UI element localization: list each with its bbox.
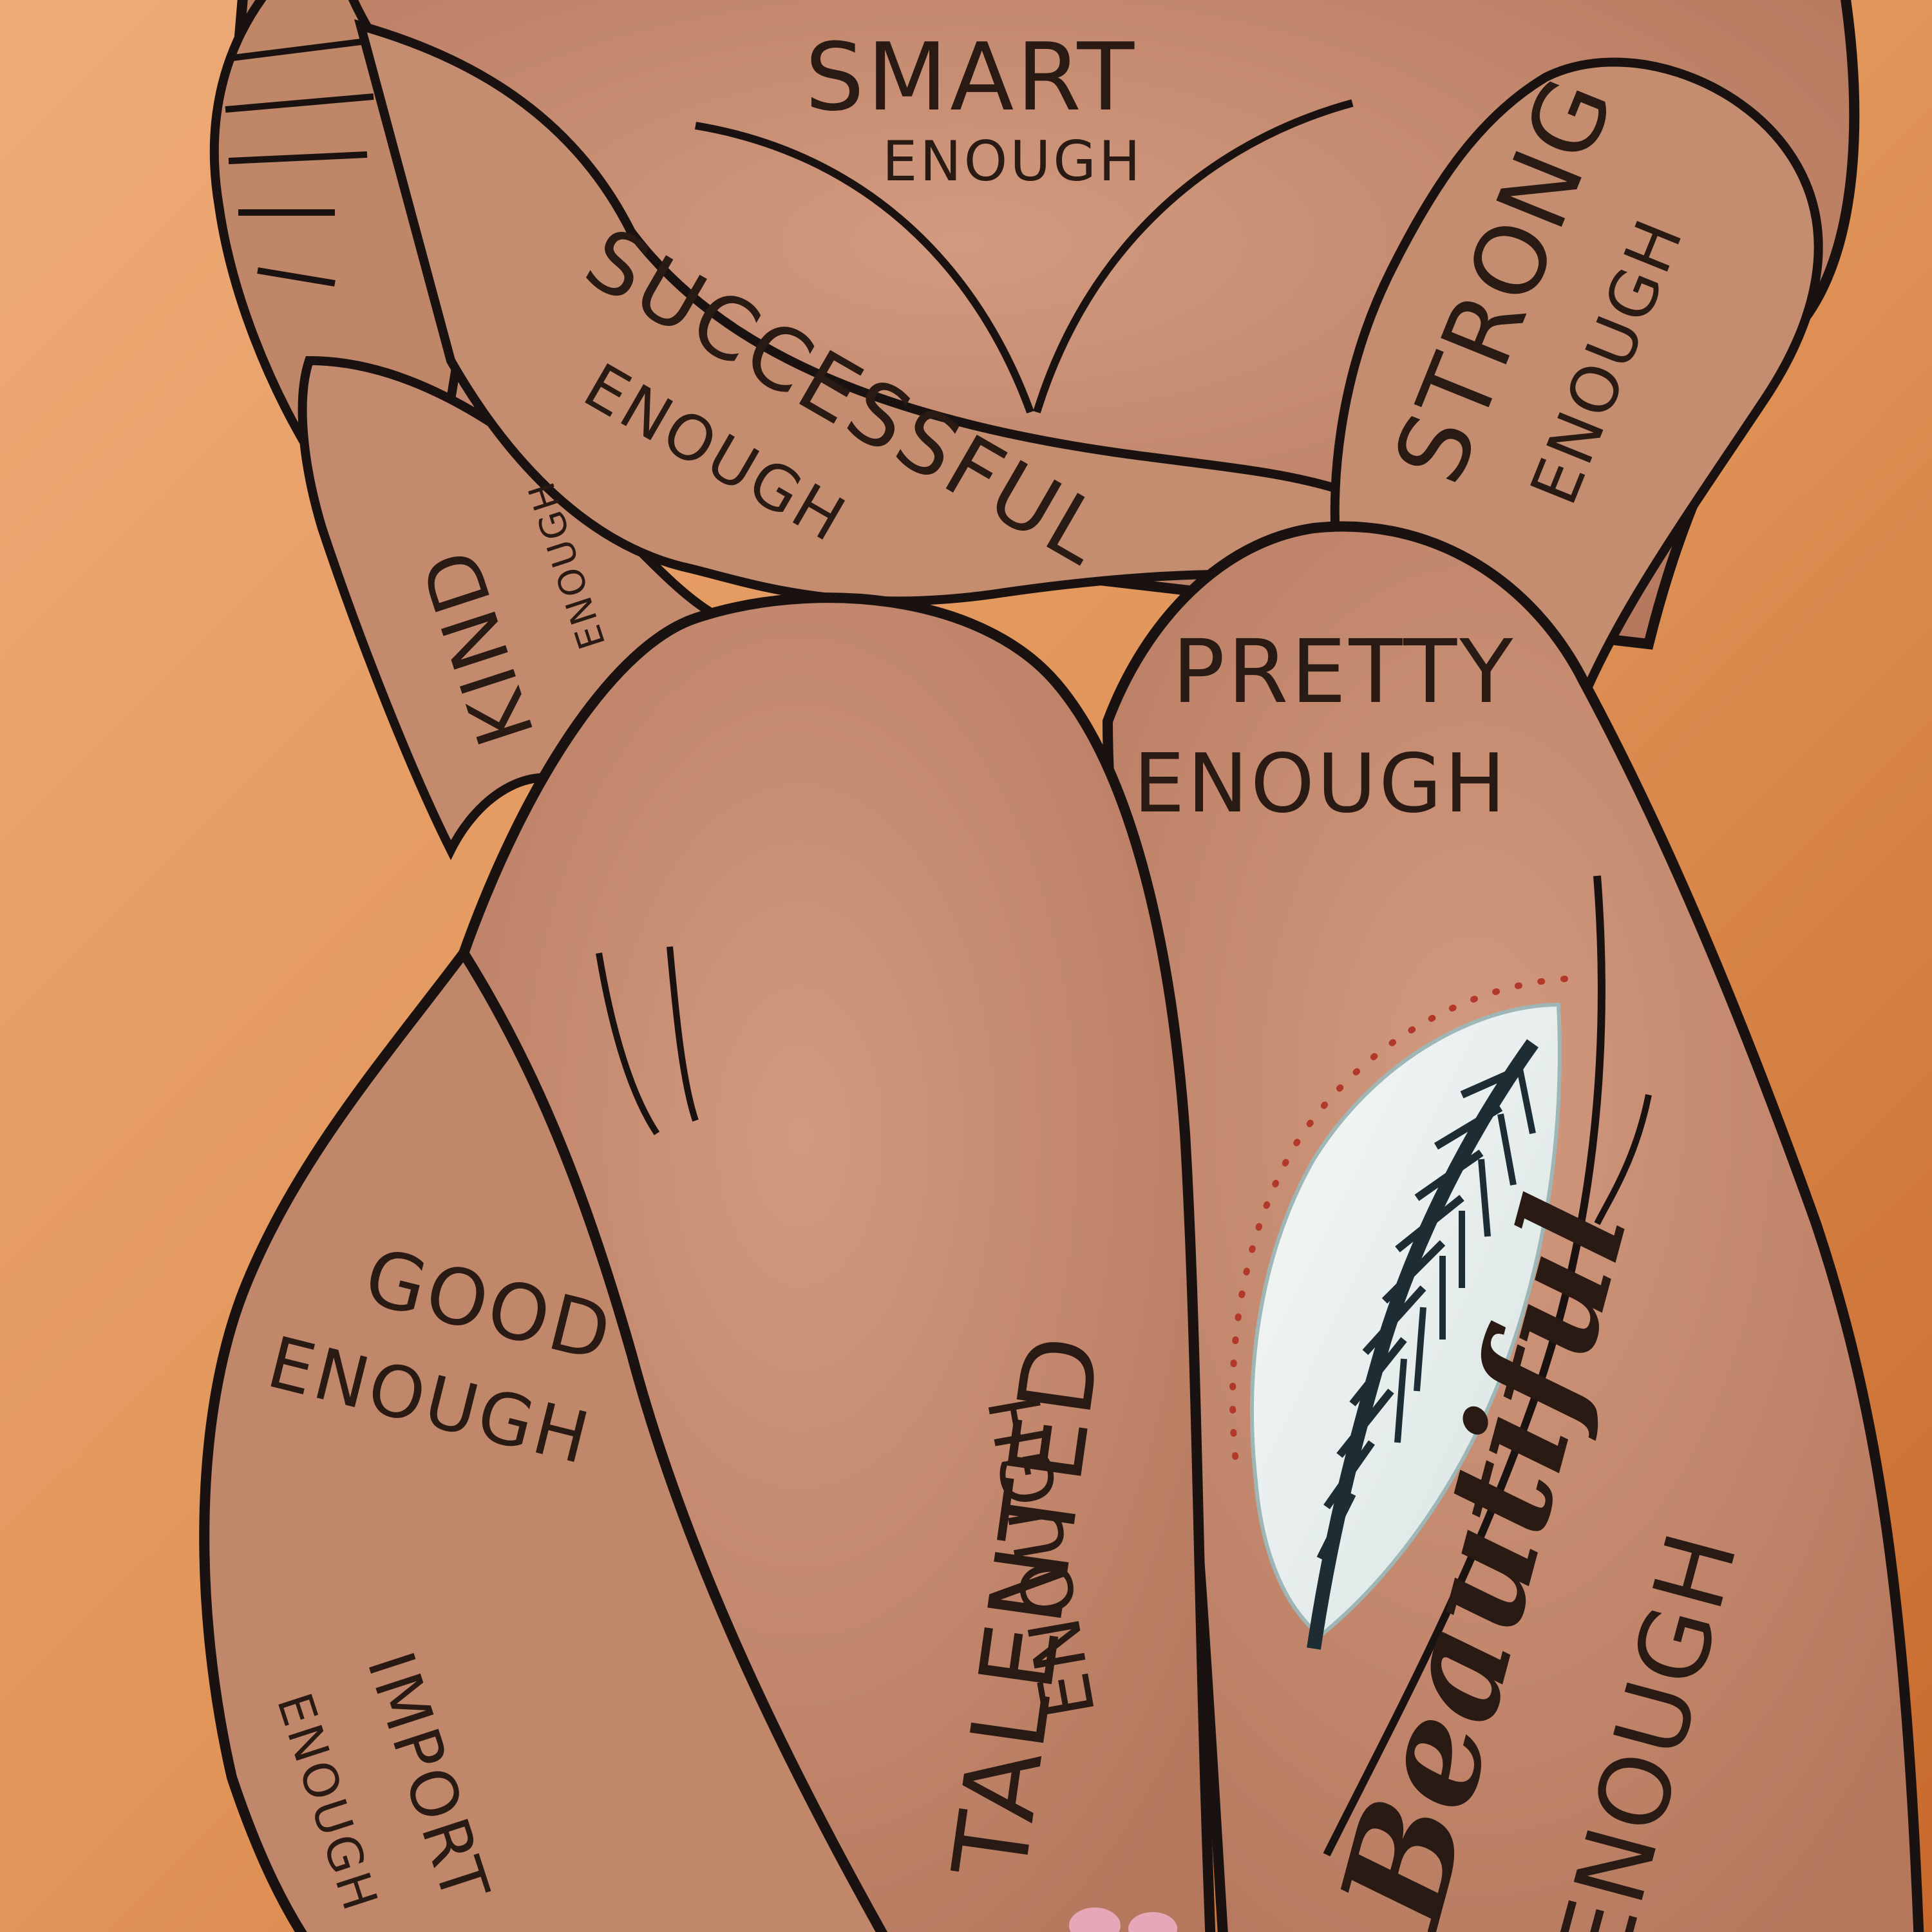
label-pretty: PRETTY — [1172, 621, 1515, 723]
label-pretty-enough: ENOUGH — [1133, 736, 1508, 831]
successful-arm-shape — [354, 19, 1345, 606]
label-smart-enough: ENOUGH — [882, 129, 1143, 194]
label-smart: SMART — [805, 23, 1137, 132]
strong-arm-shape — [1330, 57, 1823, 702]
chest-line-right — [1033, 99, 1354, 413]
finger-lines — [225, 35, 387, 287]
right-calf-line — [1594, 1094, 1652, 1226]
chest-line-left — [695, 122, 1034, 414]
knee-crease-right — [667, 946, 699, 1122]
left-thigh-shape — [199, 943, 887, 1932]
knee-crease-left — [596, 952, 660, 1135]
toe-2 — [1128, 1912, 1177, 1932]
feather-icon — [1229, 976, 1568, 1650]
toe-1 — [1069, 1908, 1121, 1932]
right-thigh-line — [1323, 875, 1605, 1857]
